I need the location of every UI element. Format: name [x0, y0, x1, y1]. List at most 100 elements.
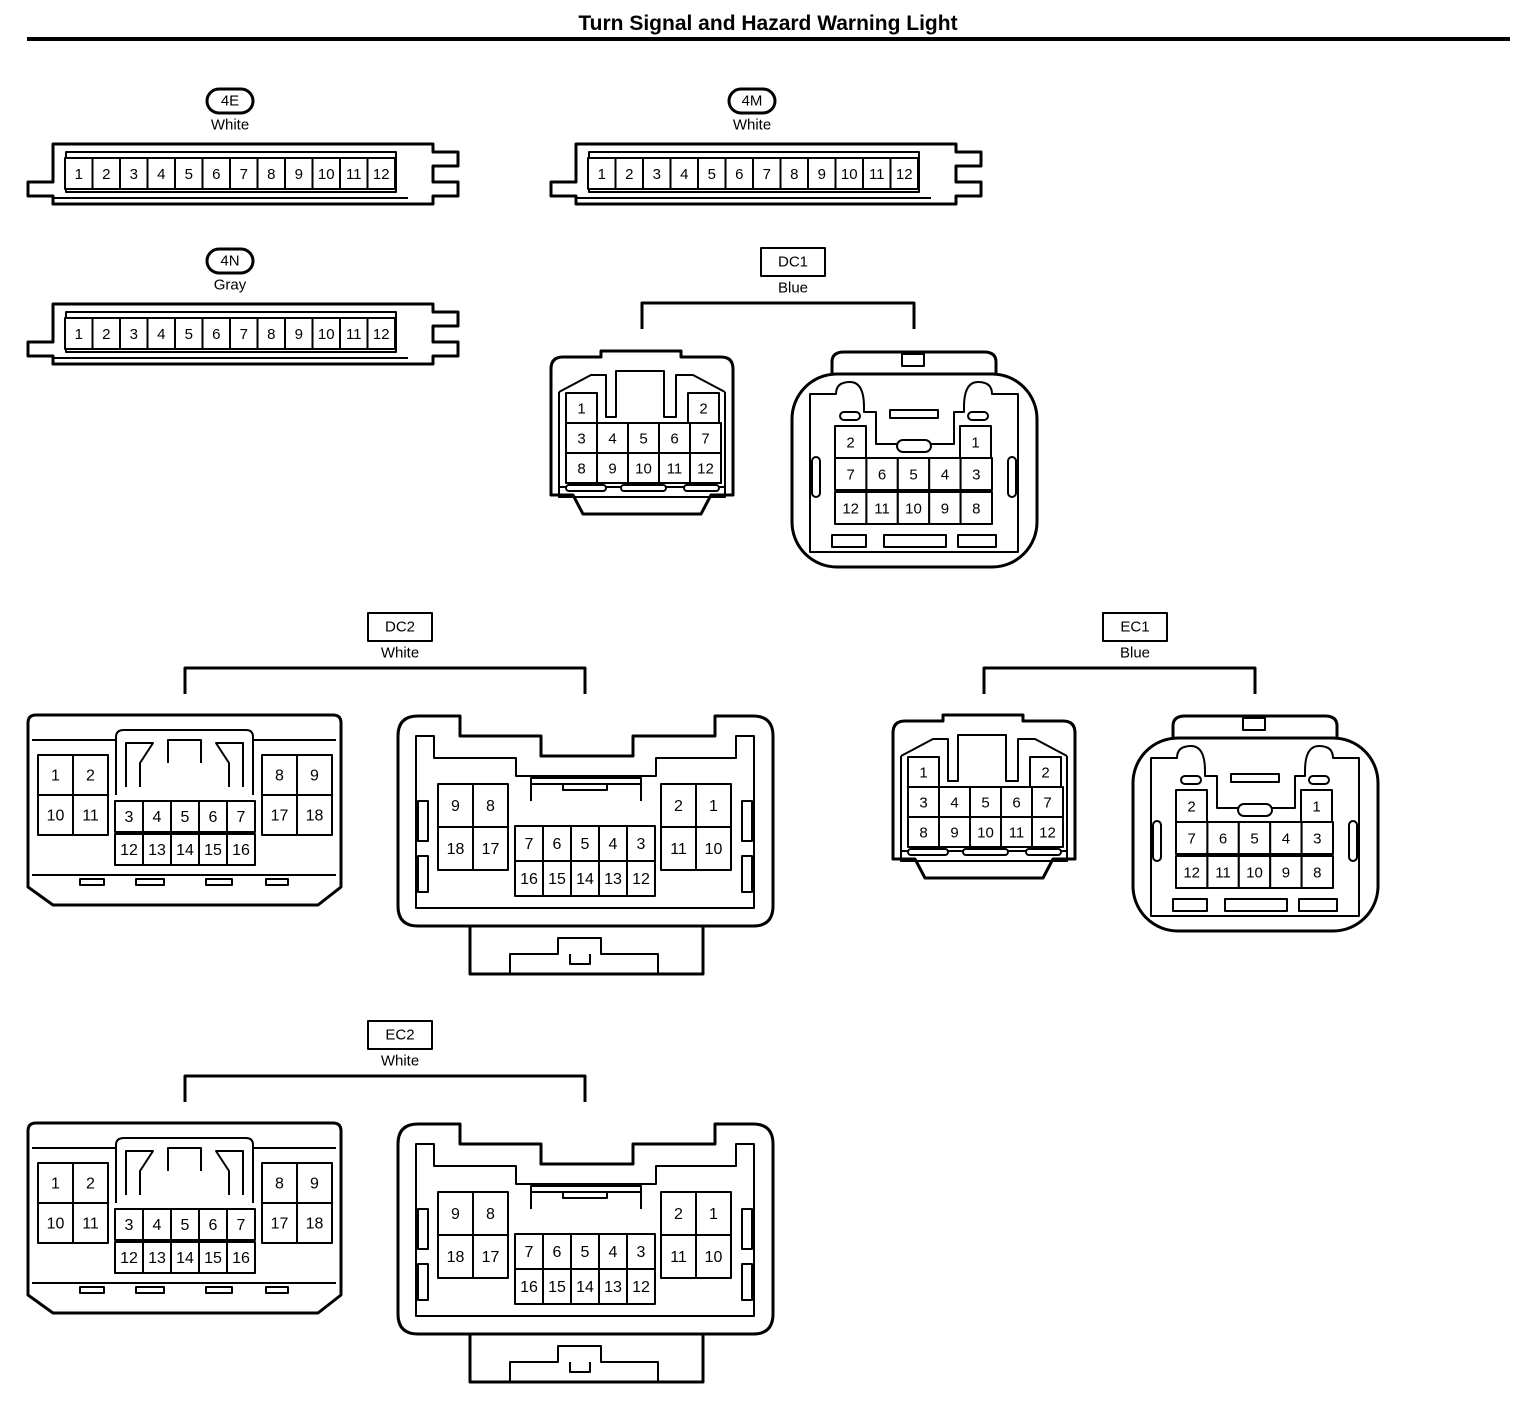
- pin-number: 6: [553, 836, 562, 853]
- pin-number: 4: [153, 1217, 162, 1234]
- pin-cell: [366, 157, 396, 190]
- pin-number: 12: [632, 871, 650, 888]
- pin-number: 12: [842, 501, 859, 518]
- pin-cell: [570, 1268, 600, 1305]
- pin-number: 11: [667, 461, 683, 478]
- pin-number: 9: [451, 798, 460, 815]
- pin-number: 2: [625, 166, 633, 183]
- pin-cell: [296, 794, 333, 836]
- pin-number: 17: [482, 841, 500, 858]
- release-tab: [509, 1345, 659, 1382]
- lock-hood: [115, 729, 254, 795]
- pin-cell: [284, 317, 314, 350]
- pin-number: 11: [346, 326, 362, 343]
- connector-housing: [396, 714, 775, 928]
- pin-cell: [142, 800, 172, 833]
- side-rib: [741, 1263, 753, 1301]
- pin-cell: [1206, 855, 1240, 889]
- pin-number: 4: [941, 467, 949, 484]
- pin-cell: [201, 157, 231, 190]
- pin-cell: [226, 833, 256, 866]
- connector-code: EC2: [385, 1027, 414, 1044]
- pin-number: 5: [185, 166, 193, 183]
- pin-number: 6: [878, 467, 886, 484]
- pin-cell: [514, 825, 544, 862]
- pin-number: 5: [185, 326, 193, 343]
- pin-cell: [626, 1268, 656, 1305]
- pin-number: 2: [674, 798, 683, 815]
- pin-number: 13: [148, 1250, 166, 1267]
- guide-slot: [135, 878, 165, 886]
- pair-bracket: [982, 666, 1257, 694]
- pin-cell: [689, 422, 722, 454]
- inner-frame: [415, 1143, 755, 1317]
- connector-code: EC1: [1120, 619, 1149, 636]
- pin-cell: [752, 157, 782, 190]
- pin-number: 10: [841, 166, 858, 183]
- pin-number: 2: [846, 435, 854, 452]
- key-slot: [562, 1191, 608, 1199]
- pin-cell: [1300, 789, 1333, 823]
- pin-number: 11: [869, 166, 885, 183]
- pin-number: 7: [237, 809, 246, 826]
- pin-number: 12: [373, 326, 390, 343]
- pin-number: 7: [525, 836, 534, 853]
- lower-shroud: [468, 924, 705, 976]
- pin-cell: [1269, 821, 1303, 855]
- pin-cell: [862, 157, 892, 190]
- pin-number: 7: [1043, 795, 1051, 812]
- side-rib: [1348, 820, 1358, 862]
- connector-color: White: [211, 117, 249, 134]
- pin-cell: [779, 157, 809, 190]
- pin-cell: [1031, 786, 1064, 818]
- pin-number: 8: [486, 1206, 495, 1223]
- side-rib: [1152, 820, 1162, 862]
- pin-number: 10: [705, 1249, 723, 1266]
- pin-row: 2: [834, 425, 867, 459]
- pin-number: 9: [608, 461, 616, 478]
- pin-number: 1: [709, 1206, 718, 1223]
- pin-number: 6: [209, 1217, 218, 1234]
- pin-cell: [959, 491, 993, 525]
- code-badge: [205, 247, 255, 275]
- pin-number: 2: [1187, 799, 1195, 816]
- pin-row: 2: [687, 392, 720, 424]
- pin-number: 12: [896, 166, 913, 183]
- pin-number: 18: [447, 1249, 465, 1266]
- key-slot: [889, 409, 939, 419]
- connector-housing: [396, 1122, 775, 1336]
- side-rib: [741, 855, 753, 893]
- pin-cell: [660, 1234, 697, 1279]
- pin-number: 3: [972, 467, 980, 484]
- connector-color: Blue: [778, 280, 808, 297]
- pin-cell: [514, 1268, 544, 1305]
- pin-number: 2: [102, 326, 110, 343]
- pin-number: 1: [971, 435, 979, 452]
- guide-slot: [565, 484, 607, 492]
- latch-slot: [839, 411, 861, 421]
- lock-latch: [558, 370, 726, 418]
- pin-cell: [437, 826, 474, 871]
- pin-number: 3: [653, 166, 661, 183]
- pin-cell: [226, 1208, 256, 1241]
- side-rib: [417, 855, 429, 893]
- pin-number: 8: [577, 461, 585, 478]
- pin-number: 7: [1188, 831, 1196, 848]
- pin-cell: [472, 1191, 509, 1236]
- pin-number: 9: [295, 166, 303, 183]
